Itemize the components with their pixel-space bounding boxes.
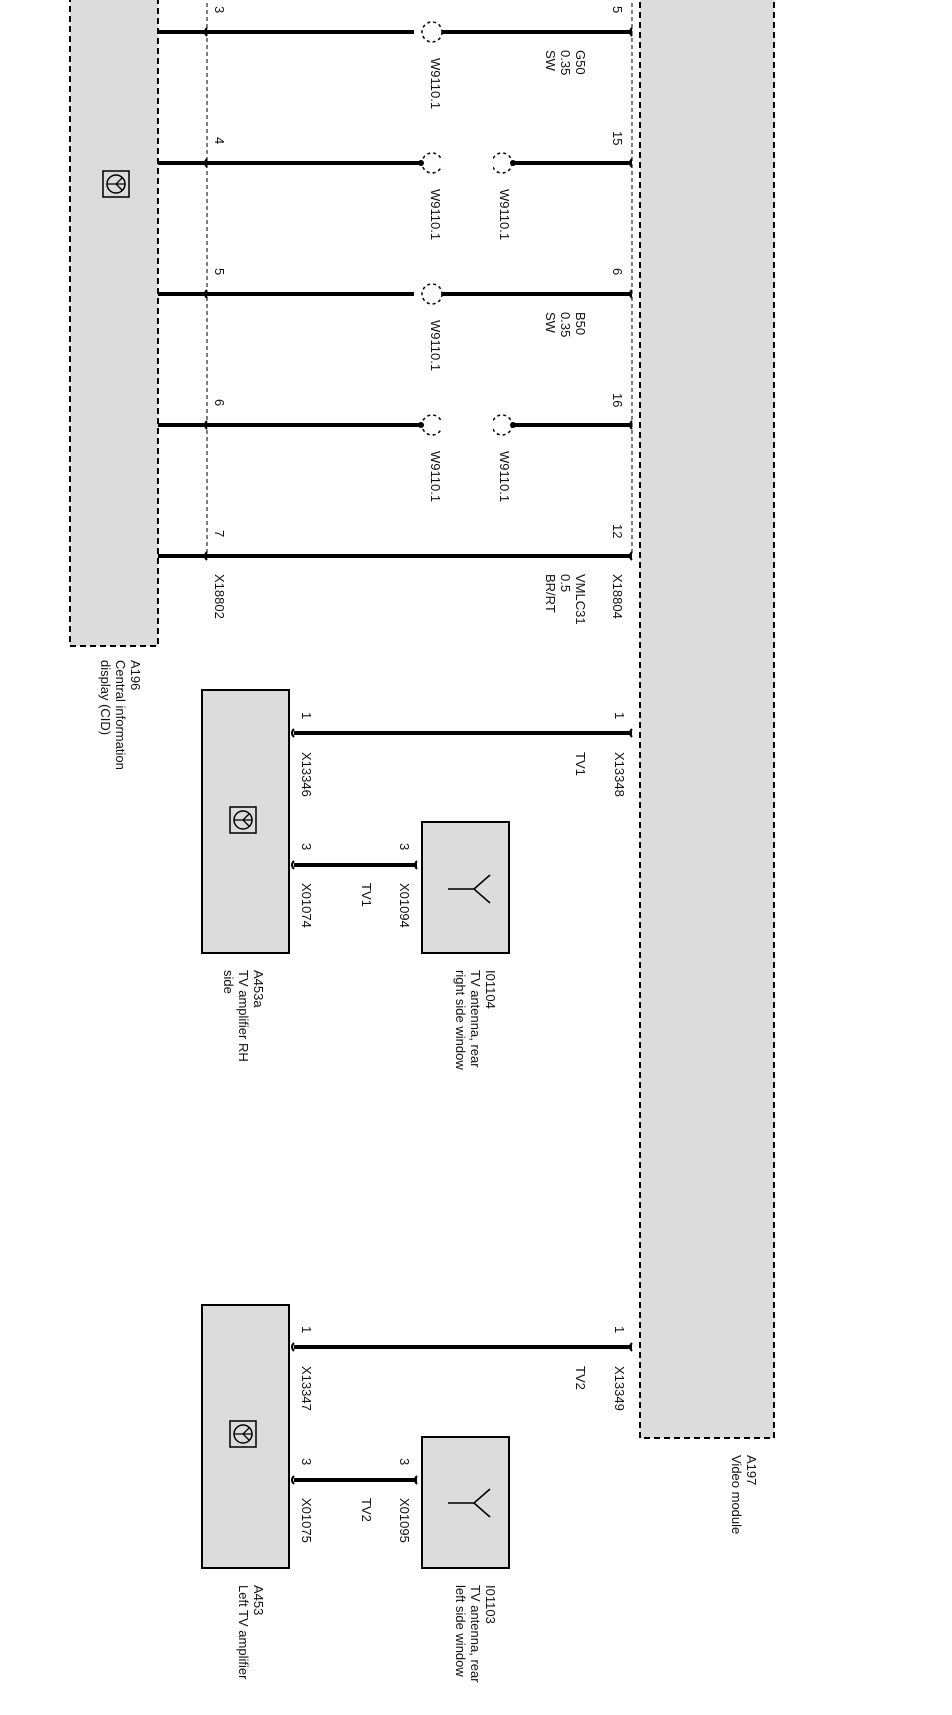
antenna-right-box (421, 821, 510, 954)
amplifier-transistor-icon (229, 1420, 257, 1448)
connector-amp-left-ant: X01075 (299, 1498, 314, 1543)
pin-terminals (204, 27, 633, 561)
connector-ant-right: X01094 (397, 883, 412, 928)
pin-amp-rh-1: 1 (299, 712, 314, 720)
pin-video-tv2: 1 (612, 1326, 627, 1334)
pin-cid-5: 5 (212, 268, 227, 276)
shield-label: W9110.1 (428, 320, 443, 372)
pin-ant-right-3: 3 (397, 843, 412, 851)
shield-label: W9110.1 (428, 58, 443, 110)
video-module-box (639, 0, 775, 1439)
pin-video-5: 5 (610, 6, 625, 14)
pin-amp-rh-3: 3 (299, 843, 314, 851)
pin-video-12: 12 (610, 524, 625, 539)
connector-video-tv2: X13349 (612, 1366, 627, 1411)
cid-box (69, 0, 159, 647)
pin-ant-left-3: 3 (397, 1458, 412, 1466)
pin-cid-4: 4 (212, 137, 227, 145)
amplifier-rh-box (201, 689, 290, 954)
shield-label: W9110.1 (497, 189, 512, 241)
connector-video: X18804 (610, 574, 625, 619)
shield-markers (414, 20, 513, 436)
pin-video-tv1: 1 (612, 712, 627, 720)
antenna-left-box (421, 1436, 510, 1569)
antenna-icon (448, 1488, 491, 1518)
tv1-antenna-label: TV1 (359, 883, 374, 907)
amplifier-transistor-icon (229, 806, 257, 834)
connector-amp-left-in: X13347 (299, 1366, 314, 1411)
connector-amp-rh-in: X13346 (299, 752, 314, 797)
pin-amp-left-3: 3 (299, 1458, 314, 1466)
connector-amp-rh-ant: X01074 (299, 883, 314, 928)
pin-cid-3: 3 (212, 6, 227, 14)
connector-cid: X18802 (212, 574, 227, 619)
shield-label: W9110.1 (428, 451, 443, 503)
pin-amp-left-1: 1 (299, 1326, 314, 1334)
pin-cid-7: 7 (212, 530, 227, 538)
shield-label: W9110.1 (428, 189, 443, 241)
signal-wires (158, 30, 632, 558)
tv1-label: TV1 (573, 752, 588, 776)
connector-video-tv1: X13348 (612, 752, 627, 797)
connector-ant-left: X01095 (397, 1498, 412, 1543)
pin-cid-6: 6 (212, 399, 227, 407)
tv2-antenna-label: TV2 (359, 1498, 374, 1522)
display-transistor-icon (102, 170, 130, 198)
pin-video-16: 16 (610, 393, 625, 408)
pin-video-6: 6 (610, 268, 625, 276)
shield-label: W9110.1 (497, 451, 512, 503)
tv2-label: TV2 (573, 1366, 588, 1390)
pin-video-15: 15 (610, 131, 625, 146)
antenna-icon (448, 874, 491, 904)
